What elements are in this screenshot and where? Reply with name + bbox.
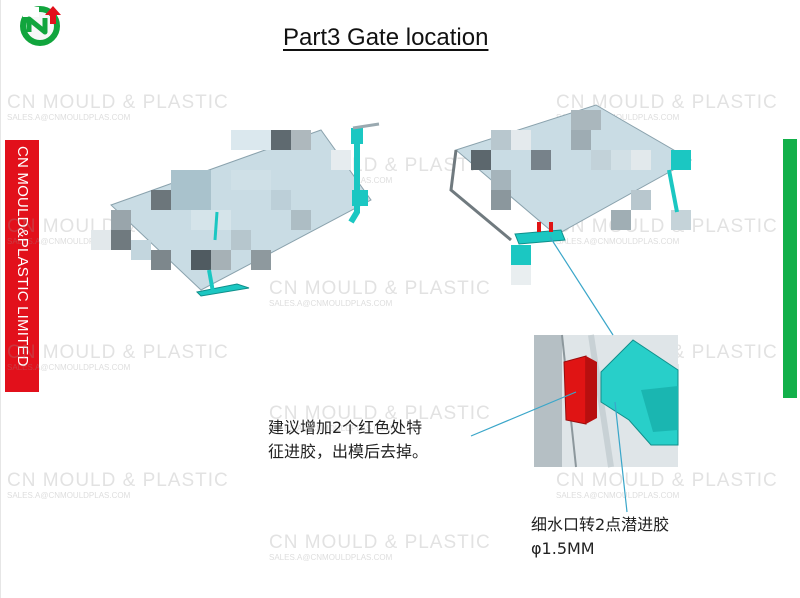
watermark: CN MOULD & PLASTIC xyxy=(556,92,778,113)
gate-detail-image xyxy=(534,334,679,468)
gate-suggestion-note: 建议增加2个红色处特 征进胶，出模后去掉。 xyxy=(268,416,468,464)
watermark: CN MOULD & PLASTIC xyxy=(269,278,491,299)
watermark: CN MOULD & PLASTIC xyxy=(7,470,229,491)
watermark: CN MOULD & PLASTIC xyxy=(556,470,778,491)
note-line: 细水口转2点潜进胶 xyxy=(531,515,670,534)
leader-line xyxy=(470,391,577,437)
watermark-sub: SALES.A@CNMOULDPLAS.COM xyxy=(7,363,131,372)
gate-spec-note: 细水口转2点潜进胶 φ1.5MM xyxy=(531,513,731,561)
watermark-sub: SALES.A@CNMOULDPLAS.COM xyxy=(556,491,680,500)
watermark-sub: SALES.A@CNMOULDPLAS.COM xyxy=(7,237,131,246)
watermark: CN MOULD & PLASTIC xyxy=(7,342,229,363)
watermark: CN MOULD & PLASTIC xyxy=(269,532,491,553)
watermark: CN MOULD & PLASTIC xyxy=(269,403,491,424)
note-line: 征进胶，出模后去掉。 xyxy=(268,442,429,461)
note-line: φ1.5MM xyxy=(531,539,595,558)
watermark-sub: SALES.A@CNMOULDPLAS.COM xyxy=(269,299,393,308)
right-part-image xyxy=(449,104,693,285)
page-title: Part3 Gate location xyxy=(283,24,489,51)
watermark-sub: SALES.A@CNMOULDPLAS.COM xyxy=(7,113,131,122)
leader-line xyxy=(549,236,614,336)
watermark-sub: SALES.A@CNMOULDPLAS.COM xyxy=(269,553,393,562)
watermark-sub: SALES.A@CNMOULDPLAS.COM xyxy=(556,237,680,246)
note-line: 建议增加2个红色处特 xyxy=(268,418,423,437)
company-side-text: CN MOULD&PLASTIC LIMITED xyxy=(14,146,31,367)
watermark-sub: SALES.A@CNMOULDPLAS.COM xyxy=(269,424,393,433)
company-logo-icon xyxy=(20,6,61,46)
company-side-banner xyxy=(5,140,39,392)
leader-line xyxy=(614,401,628,513)
watermark-sub: SALES.A@CNMOULDPLAS.COM xyxy=(7,491,131,500)
green-side-bar xyxy=(783,139,797,398)
left-part-image xyxy=(91,122,380,297)
watermark: CN MOULD & PLASTIC xyxy=(7,92,229,113)
